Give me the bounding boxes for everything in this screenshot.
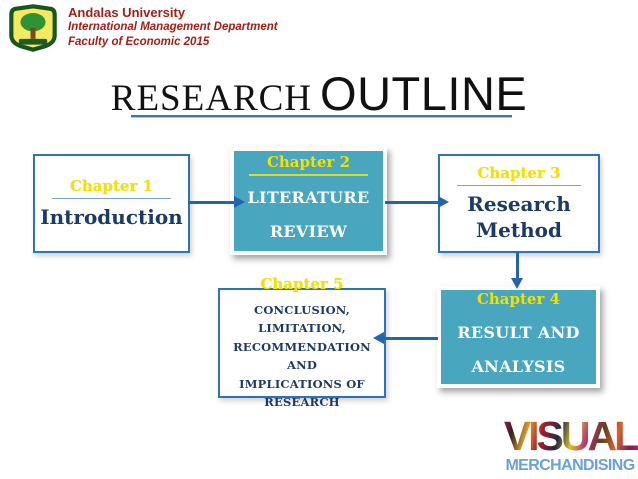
arrow-head-right-icon [438,196,449,208]
faculty-name: Faculty of Economic 2015 [68,36,210,48]
chapter-2-divider [248,174,369,176]
chapter-4-label: Chapter 4 [476,290,561,308]
arrow-head-right-icon [234,196,245,208]
department-name: International Management Department [68,21,278,33]
chapter-4-text-line: ANALYSIS [471,357,566,376]
header-text: Andalas University International Managem… [68,5,278,50]
chapter-1-label: Chapter 1 [69,177,154,195]
chapter-4-text-line: RESULT AND [457,323,580,342]
chapter-1-box: Chapter 1 Introduction [33,154,190,253]
arrow-head-down-icon [511,278,523,289]
arrow-line [188,201,236,204]
watermark-visual-text: VISUAL [503,413,638,459]
chapter-5-text-line: RESEARCH [264,395,340,409]
chapter-2-text-line: REVIEW [269,222,348,241]
watermark-merchandising-text: MERCHANDISING [505,457,635,474]
chapter-2-box: Chapter 2 LITERATURE REVIEW [230,147,387,255]
university-name: Andalas University [68,5,186,20]
chapter-3-divider [457,185,581,186]
chapter-2-text-line: LITERATURE [247,188,370,207]
arrow-line [384,337,438,340]
chapter-5-label: Chapter 5 [260,274,344,293]
chapter-3-label: Chapter 3 [477,164,561,182]
chapter-3-box: Chapter 3 Research Method [438,154,600,253]
chapter-2-label: Chapter 2 [266,153,351,171]
chapter-4-box: Chapter 4 RESULT AND ANALYSIS [437,286,600,388]
chapter-5-box: Chapter 5 CONCLUSION, LIMITATION, RECOMM… [218,275,386,409]
title-underline [131,115,512,118]
chapter-5-text-line: CONCLUSION, LIMITATION, [253,302,350,336]
university-logo-icon [9,4,57,52]
title-word-outline: OUTLINE [320,67,528,120]
chapter-1-divider [51,198,172,199]
chapter-5-text-line: RECOMMENDATION AND [233,339,371,373]
chapter-1-text: Introduction [40,205,183,229]
title-word-research: RESEARCH [110,78,313,119]
arrow-head-left-icon [373,332,384,344]
arrow-line [385,201,440,204]
chapter-3-text: Research Method [467,192,571,242]
visual-merchandising-logo: VISUAL MERCHANDISING [502,413,638,475]
arrow-line [516,252,519,280]
chapter-5-text-line: IMPLICATIONS OF [239,376,365,391]
